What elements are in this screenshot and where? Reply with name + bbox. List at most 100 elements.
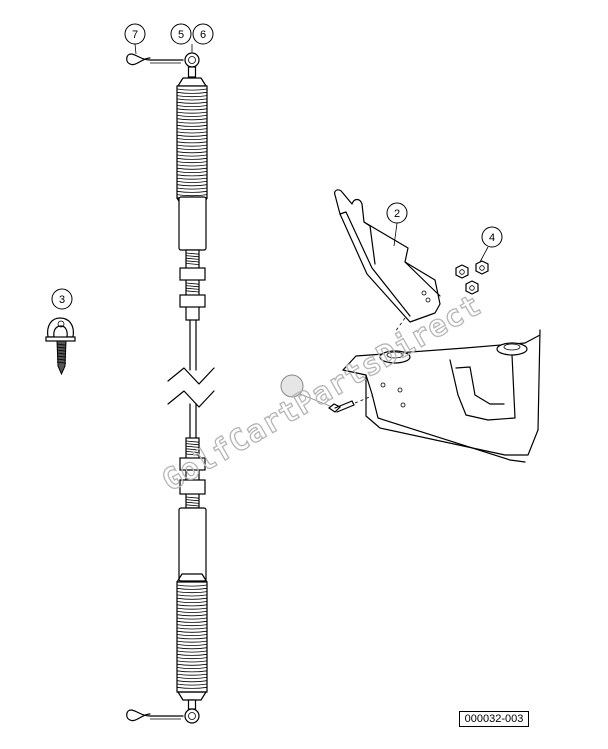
boot-rib xyxy=(176,594,208,597)
thread-line xyxy=(185,453,200,456)
thread-line xyxy=(185,501,200,504)
callout-2: 2 xyxy=(386,202,408,247)
cable-bottom-boot xyxy=(176,573,208,701)
cable-bottom-threaded-section xyxy=(179,437,206,509)
boot-rib xyxy=(176,174,208,177)
svg-text:7: 7 xyxy=(132,29,138,41)
boot-rib xyxy=(176,111,208,114)
svg-text:5: 5 xyxy=(178,29,184,41)
boot-rib xyxy=(176,611,208,613)
boot-rib xyxy=(176,115,208,117)
boot-rib xyxy=(176,190,208,193)
boot-rib xyxy=(176,627,208,630)
boot-rib xyxy=(176,154,208,157)
thread-line xyxy=(185,287,200,290)
boot-rib xyxy=(176,630,208,633)
boot-rib xyxy=(176,624,208,627)
cable-top-boot xyxy=(176,77,208,207)
boot-rib xyxy=(176,144,208,147)
boot-rib xyxy=(176,91,208,94)
cable-clip-screw xyxy=(45,317,76,376)
thread-line xyxy=(56,358,67,361)
callout-4: 4 xyxy=(479,226,503,263)
boot-rib xyxy=(176,591,208,594)
boot-rib xyxy=(176,601,208,603)
thread-line xyxy=(56,352,67,355)
boot-rib xyxy=(176,634,208,636)
thread-line xyxy=(56,346,67,349)
boot-rib xyxy=(176,88,208,91)
cable-break xyxy=(167,319,215,441)
boot-rib xyxy=(176,138,208,140)
boot-rib xyxy=(176,660,208,663)
thread-line xyxy=(185,290,200,293)
boot-rib xyxy=(176,108,208,111)
boot-rib xyxy=(176,597,208,600)
boot-rib xyxy=(176,644,208,646)
boot-rib xyxy=(176,167,208,170)
boot-rib xyxy=(176,663,208,666)
thread-line xyxy=(185,496,200,499)
boot-rib xyxy=(176,161,208,164)
thread-line xyxy=(185,443,200,446)
boot-rib xyxy=(176,177,208,180)
thread-line xyxy=(185,255,200,258)
boot-rib xyxy=(176,607,208,610)
boot-rib xyxy=(176,657,208,660)
boot-rib xyxy=(176,141,208,144)
boot-rib xyxy=(176,148,208,150)
callout-7: 7 xyxy=(124,23,146,45)
boot-rib xyxy=(176,171,208,173)
boot-rib xyxy=(176,194,208,197)
boot-rib xyxy=(176,637,208,640)
boot-rib xyxy=(176,181,208,183)
boot-rib xyxy=(176,157,208,160)
thread-line xyxy=(185,504,200,507)
boot-rib xyxy=(176,614,208,617)
boot-rib xyxy=(176,620,208,623)
boot-rib xyxy=(176,101,208,104)
boot-rib xyxy=(176,98,208,101)
boot-rib xyxy=(176,134,208,137)
boot-rib xyxy=(176,121,208,124)
boot-rib xyxy=(176,164,208,167)
boot-rib xyxy=(176,647,208,650)
boot-rib xyxy=(176,118,208,121)
boot-rib xyxy=(176,653,208,656)
boot-rib xyxy=(176,187,208,190)
watermark: GolfCartPartsDirect xyxy=(157,288,488,499)
thread-line xyxy=(56,343,67,346)
thread-line xyxy=(185,445,200,448)
thread-line xyxy=(56,361,67,364)
boot-rib xyxy=(176,105,208,107)
mounting-bracket xyxy=(334,189,441,333)
shift-cable-assembly xyxy=(167,52,215,724)
callout-6: 6 xyxy=(192,23,214,45)
thread-line xyxy=(185,499,200,502)
boot-rib xyxy=(176,124,208,127)
boot-rib xyxy=(176,667,208,669)
leader-7 xyxy=(134,43,137,55)
cable-top-sleeve xyxy=(178,196,207,251)
boot-rib xyxy=(176,131,208,134)
boot-rib xyxy=(176,151,208,154)
cable-bottom-eye-end xyxy=(184,699,200,724)
thread-line xyxy=(185,257,200,260)
boot-rib xyxy=(176,683,208,686)
boot-rib xyxy=(176,670,208,673)
boot-rib xyxy=(176,673,208,676)
thread-line xyxy=(185,440,200,443)
callout-3: 3 xyxy=(51,288,73,310)
boot-rib xyxy=(176,604,208,607)
boot-rib xyxy=(176,617,208,620)
hairpin-clip-top xyxy=(126,53,184,66)
thread-line xyxy=(185,282,200,285)
callout-5: 5 xyxy=(170,23,192,45)
cable-bottom-sleeve xyxy=(178,507,207,582)
boot-rib xyxy=(176,584,208,587)
thread-line xyxy=(56,355,67,358)
thread-line xyxy=(185,285,200,288)
callout-1-circle xyxy=(280,374,331,407)
cable-top-eye-end xyxy=(184,52,200,78)
boot-rib xyxy=(176,128,208,131)
